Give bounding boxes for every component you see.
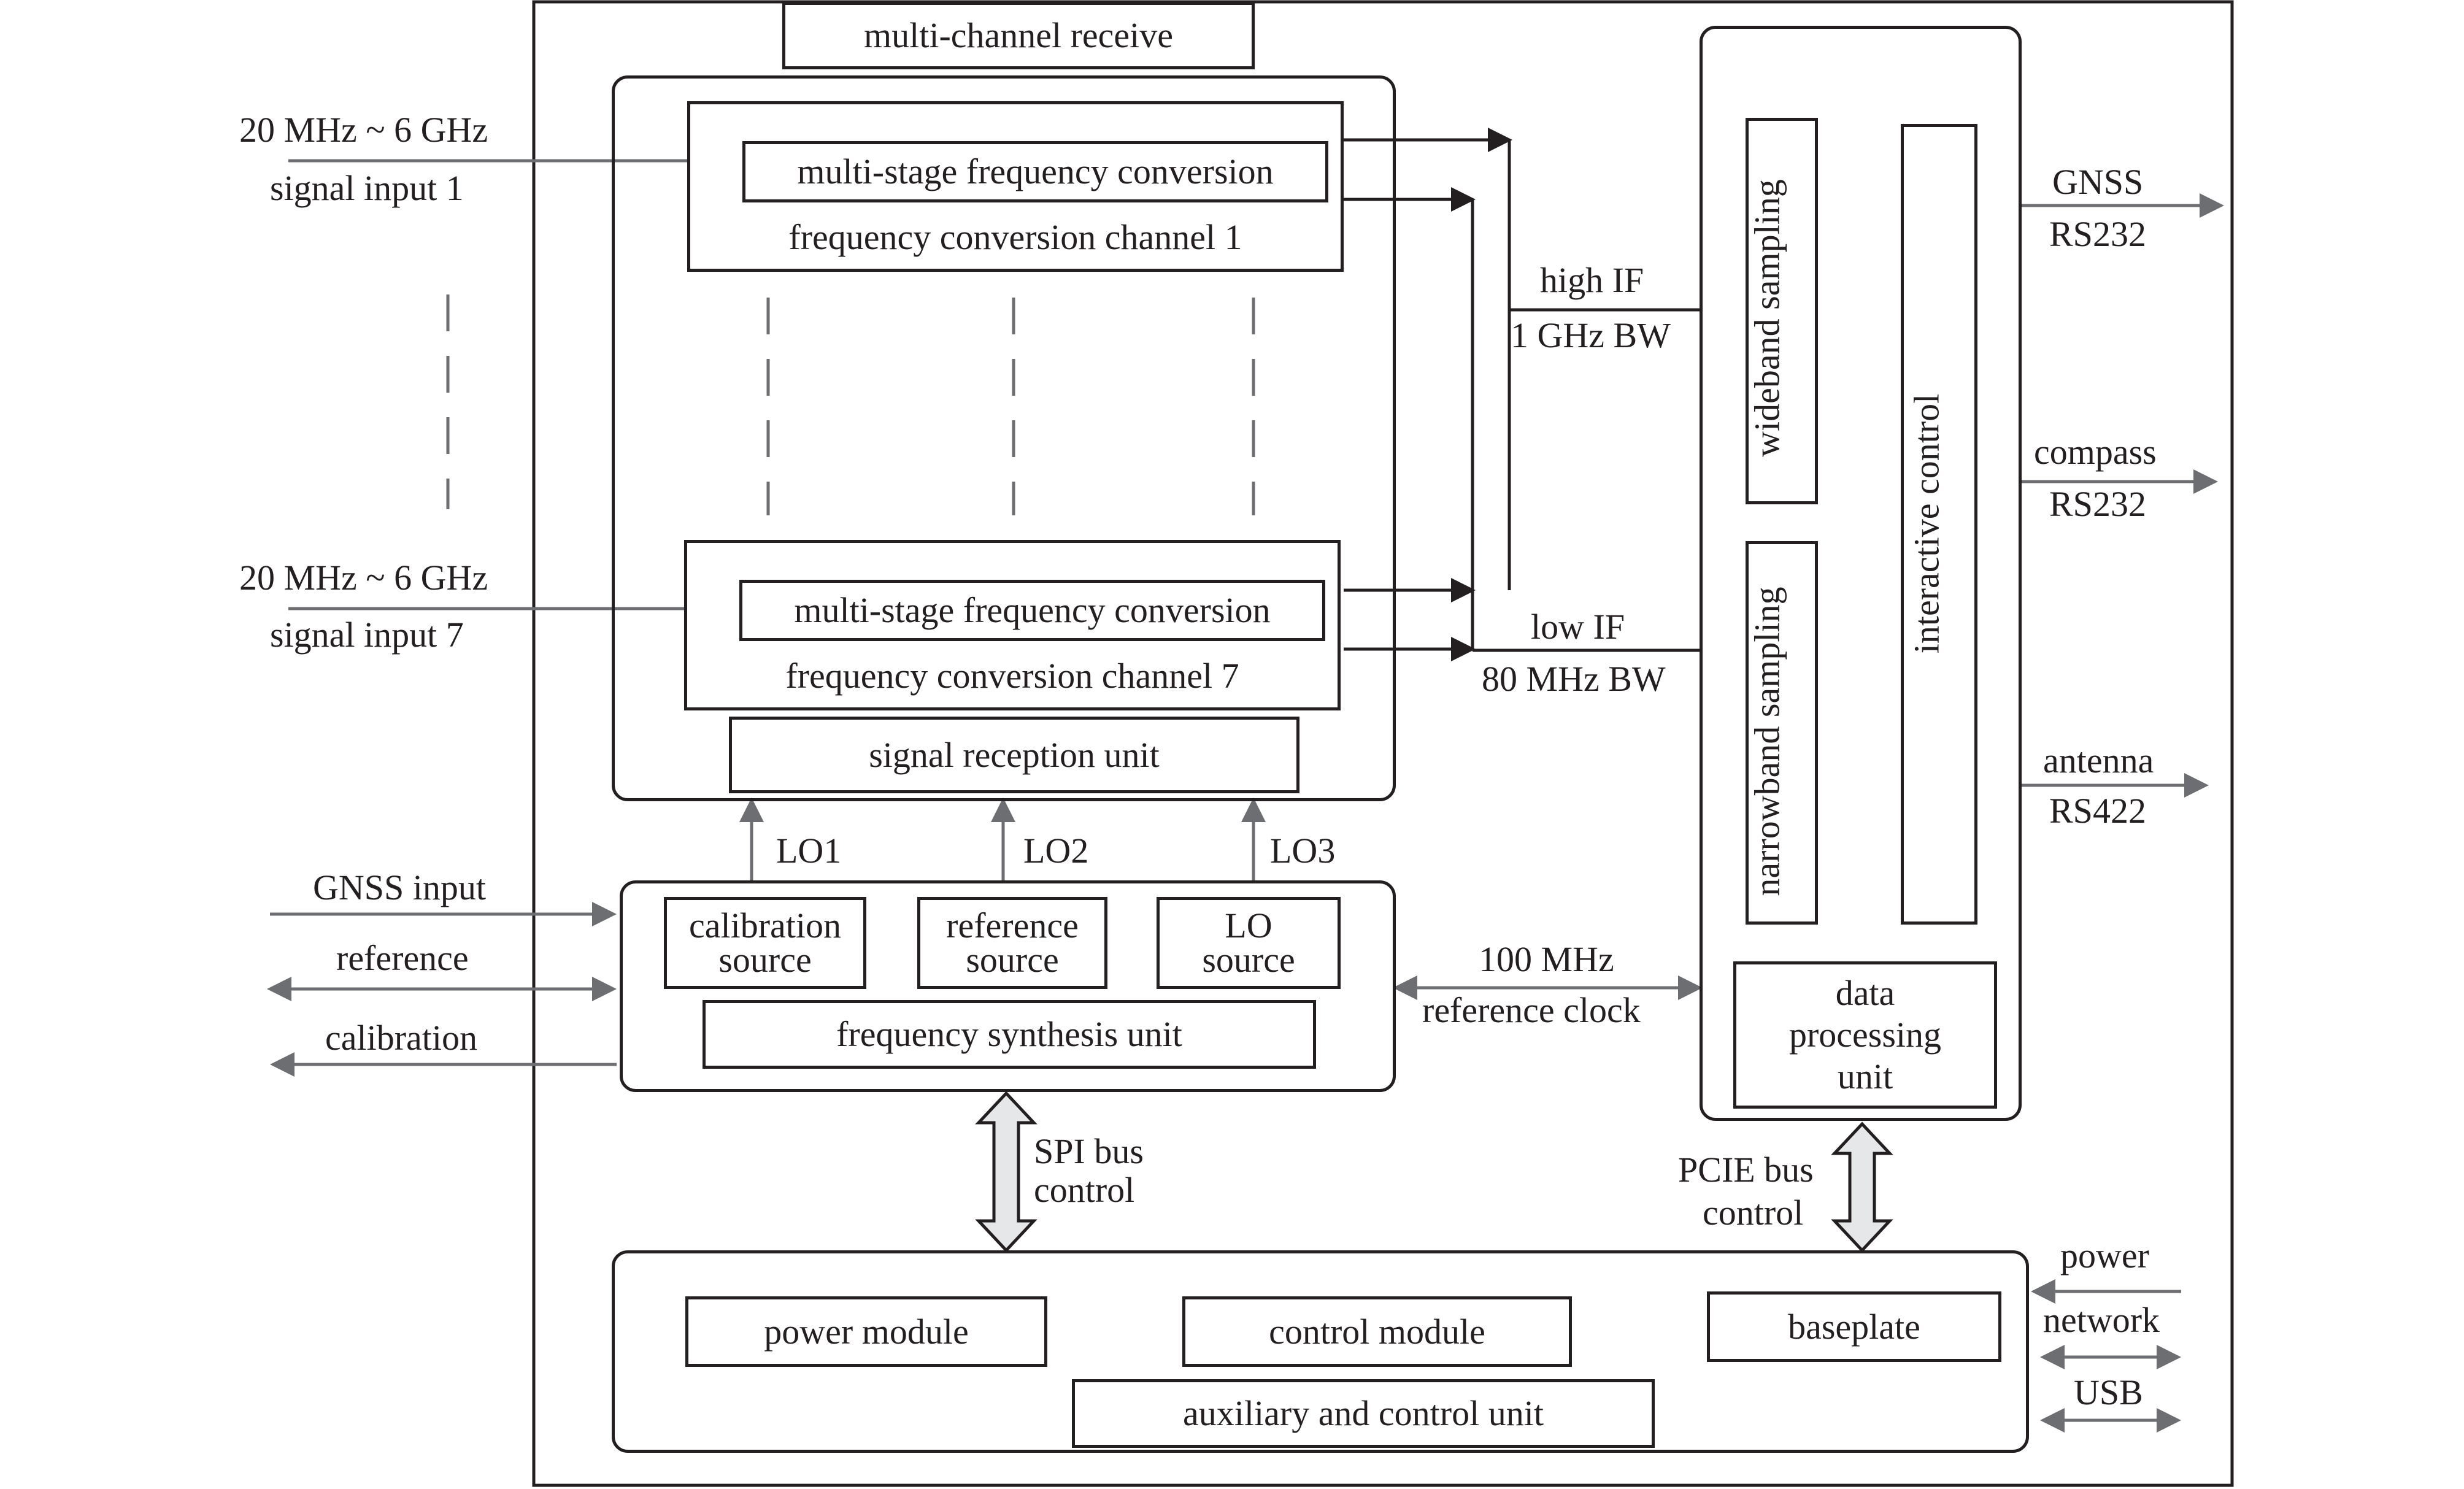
wideband-sampling [1746,118,1818,504]
high-if-label: high IF [1540,260,1644,300]
port-gnss-line1: GNSS [2052,162,2144,202]
channel-1-multistage: multi-stage frequency conversion [742,141,1328,202]
pcie-bus-arrow [1831,1122,1893,1253]
port-compass-line1: compass [2034,432,2157,472]
reference-source: reference source [917,897,1107,989]
auxiliary-label-box: auxiliary and control unit [1072,1379,1655,1448]
port-power: power [2060,1236,2149,1275]
lo1-label: LO1 [776,831,842,871]
spi-bus-line1: SPI bus [1034,1131,1144,1171]
input-7-freq: 20 MHz ~ 6 GHz [239,558,488,598]
calibration-label: calibration [325,1018,478,1058]
port-gnss-line2: RS232 [2049,214,2146,254]
input-1-label: signal input 1 [270,168,464,208]
signal-reception-unit-label-box: signal reception unit [729,717,1299,793]
lo-source: LO source [1157,897,1341,989]
channel-1-box: multi-stage frequency conversion frequen… [687,101,1344,272]
auxiliary-control-unit: power module control module baseplate au… [612,1250,2029,1453]
channel-7-label: frequency conversion channel 7 [785,656,1239,696]
lo2-label: LO2 [1023,831,1089,871]
baseplate: baseplate [1707,1291,2001,1362]
narrowband-label: narrowband sampling [1747,587,1787,896]
multi-channel-receive-title: multi-channel receive [782,2,1255,69]
control-module: control module [1182,1296,1572,1367]
interactive-label: interactive control [1906,393,1947,654]
channel-7-box: multi-stage frequency conversion frequen… [684,540,1341,710]
calibration-source: calibration source [664,897,866,989]
port-usb: USB [2074,1372,2143,1412]
high-if-bw: 1 GHz BW [1511,315,1671,355]
low-if-bw: 80 MHz BW [1482,659,1666,699]
port-compass-line2: RS232 [2049,484,2146,524]
input-1-freq: 20 MHz ~ 6 GHz [239,110,488,150]
outer-frame [532,0,2234,1487]
input-7-label: signal input 7 [270,615,464,655]
port-antenna-line1: antenna [2043,741,2154,780]
channel-7-multistage: multi-stage frequency conversion [739,580,1325,641]
narrowband-sampling [1746,541,1818,925]
low-if-label: low IF [1531,607,1625,647]
spi-bus-arrow [975,1091,1038,1253]
channel-1-label: frequency conversion channel 1 [788,217,1242,257]
data-processing-label-box: data processing unit [1733,961,1997,1109]
wideband-label: wideband sampling [1747,179,1787,457]
power-module: power module [685,1296,1047,1367]
frequency-synthesis-label-box: frequency synthesis unit [703,1000,1316,1069]
interactive-control [1901,124,1977,925]
port-antenna-line2: RS422 [2049,791,2146,831]
signal-reception-unit-group [612,75,1396,801]
pcie-bus-line2: control [1703,1193,1804,1233]
pcie-bus-line1: PCIE bus [1678,1150,1814,1190]
port-network: network [2043,1300,2160,1340]
ref-clock-label: reference clock [1422,990,1641,1030]
data-processing-unit: data processing unit [1700,26,2022,1121]
ref-clock-freq: 100 MHz [1479,939,1614,979]
spi-bus-line2: control [1034,1170,1135,1210]
frequency-synthesis-unit: calibration source reference source LO s… [620,880,1396,1092]
lo3-label: LO3 [1270,831,1336,871]
title-label: multi-channel receive [863,15,1174,55]
gnss-input-label: GNSS input [313,868,487,907]
reference-label: reference [336,938,469,978]
